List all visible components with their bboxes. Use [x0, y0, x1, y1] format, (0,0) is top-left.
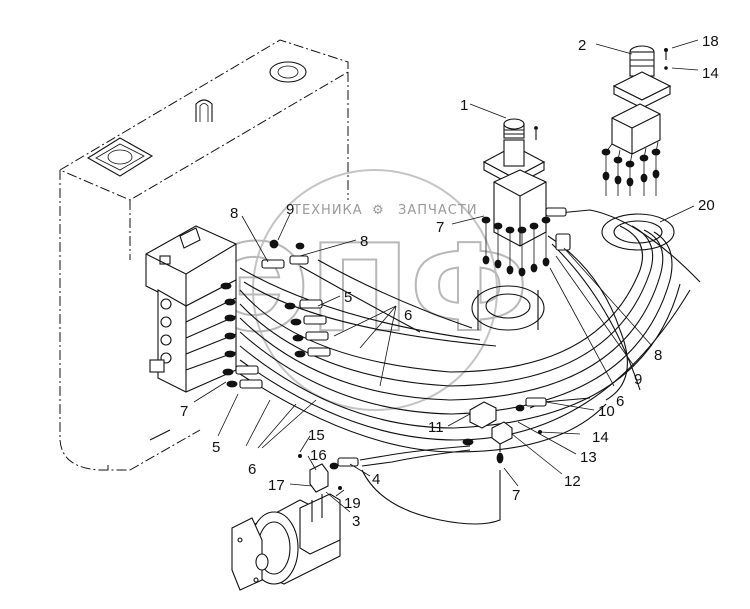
callout-3: 3 — [352, 513, 360, 530]
callout-6: 6 — [616, 393, 624, 410]
callout-6: 6 — [248, 461, 256, 478]
callout-18: 18 — [702, 33, 719, 50]
callout-labels: 1 2 18 14 20 7 8 9 8 5 6 7 5 6 8 9 6 10 … — [180, 33, 719, 530]
callout-14: 14 — [592, 429, 609, 446]
hydraulic-tank — [58, 39, 349, 471]
control-valve-block — [145, 225, 237, 393]
callout-6: 6 — [404, 307, 412, 324]
leader-lines — [193, 39, 699, 513]
callout-8: 8 — [654, 347, 662, 364]
mounting-ring-20 — [601, 213, 675, 251]
callout-9: 9 — [286, 201, 294, 218]
gear-pump — [231, 493, 341, 591]
center-swivel-ring — [471, 285, 545, 331]
callout-8: 8 — [360, 233, 368, 250]
callout-15: 15 — [308, 427, 325, 444]
callout-5: 5 — [344, 289, 352, 306]
callout-17: 17 — [268, 477, 285, 494]
callout-7: 7 — [436, 219, 444, 236]
callout-12: 12 — [564, 473, 581, 490]
callout-20: 20 — [698, 197, 715, 214]
callout-19: 19 — [344, 495, 361, 512]
watermark-line2: ЗАПЧАСТИ — [398, 203, 478, 218]
callout-2: 2 — [578, 37, 586, 54]
callout-16: 16 — [310, 447, 327, 464]
fittings — [220, 148, 661, 493]
callout-1: 1 — [460, 97, 468, 114]
callout-9: 9 — [634, 371, 642, 388]
callout-8: 8 — [230, 205, 238, 222]
callout-14: 14 — [702, 65, 719, 82]
watermark: ТЕХНИКА ⚙ ЗАПЧАСТИ ЭПФ — [220, 169, 530, 411]
hose-bundle — [239, 141, 701, 525]
watermark-line1: ТЕХНИКА — [292, 203, 363, 218]
callout-11: 11 — [428, 419, 444, 436]
watermark-gear-icon: ⚙ — [372, 203, 385, 218]
callout-4: 4 — [372, 471, 380, 488]
callout-7: 7 — [180, 403, 188, 420]
callout-7: 7 — [512, 487, 520, 504]
callout-13: 13 — [580, 449, 597, 466]
callout-10: 10 — [598, 403, 615, 420]
joystick-2 — [611, 45, 672, 155]
callout-5: 5 — [212, 439, 220, 456]
